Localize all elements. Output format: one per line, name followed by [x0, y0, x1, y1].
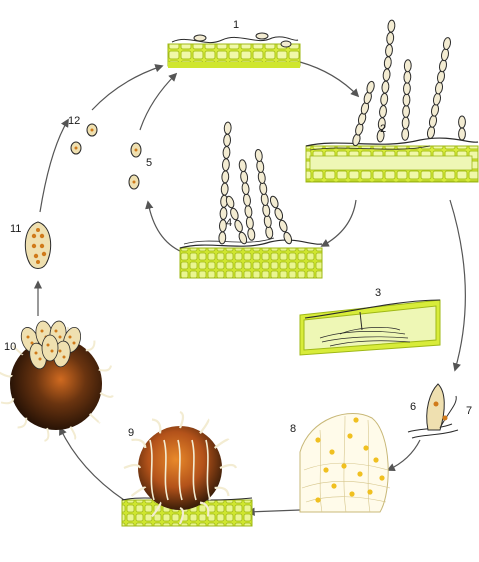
stage-8-young-fruiting-body [299, 412, 391, 513]
stage-5-conidia [128, 142, 142, 190]
arrow-2-to-6 [449, 199, 466, 372]
arrow-8-to-9 [246, 507, 301, 516]
stage-9-cleistothecium [121, 410, 253, 527]
stage-4-conidiophores [179, 121, 323, 279]
label-5: 5 [146, 157, 152, 169]
arrow-12-to-1 [91, 64, 164, 111]
label-2: 2 [380, 123, 386, 135]
stage-12-ascospores [70, 123, 98, 155]
label-10: 10 [4, 341, 16, 353]
stage-1-leaf-with-spores [167, 32, 301, 68]
arrow-11-to-12 [39, 118, 69, 213]
arrow-2-to-4 [320, 199, 357, 247]
label-7: 7 [466, 405, 472, 417]
stage-6-7-gametangia [407, 383, 459, 439]
label-12: 12 [68, 115, 80, 127]
stage-labels: 1 2 3 4 5 6 7 8 9 10 11 12 [4, 19, 472, 439]
stage-3-haustorium [299, 299, 441, 356]
arrow-4-to-5 [145, 200, 183, 253]
label-11: 11 [10, 223, 21, 235]
stage-2-mycelium-conidia [305, 19, 479, 183]
arrow-1-to-2 [299, 61, 360, 98]
arrow-9-to-10 [59, 426, 125, 501]
label-6: 6 [410, 401, 416, 413]
arrow-6-to-8 [386, 439, 421, 472]
label-3: 3 [375, 287, 381, 299]
stage-10-ruptured-cleistothecium [0, 320, 114, 442]
label-4: 4 [226, 217, 232, 229]
arrow-5-to-1 [139, 72, 178, 131]
label-9: 9 [128, 427, 134, 439]
label-8: 8 [290, 423, 296, 435]
label-1: 1 [233, 19, 239, 31]
cycle-arrows [33, 61, 466, 516]
stage-11-ascus [24, 221, 52, 269]
